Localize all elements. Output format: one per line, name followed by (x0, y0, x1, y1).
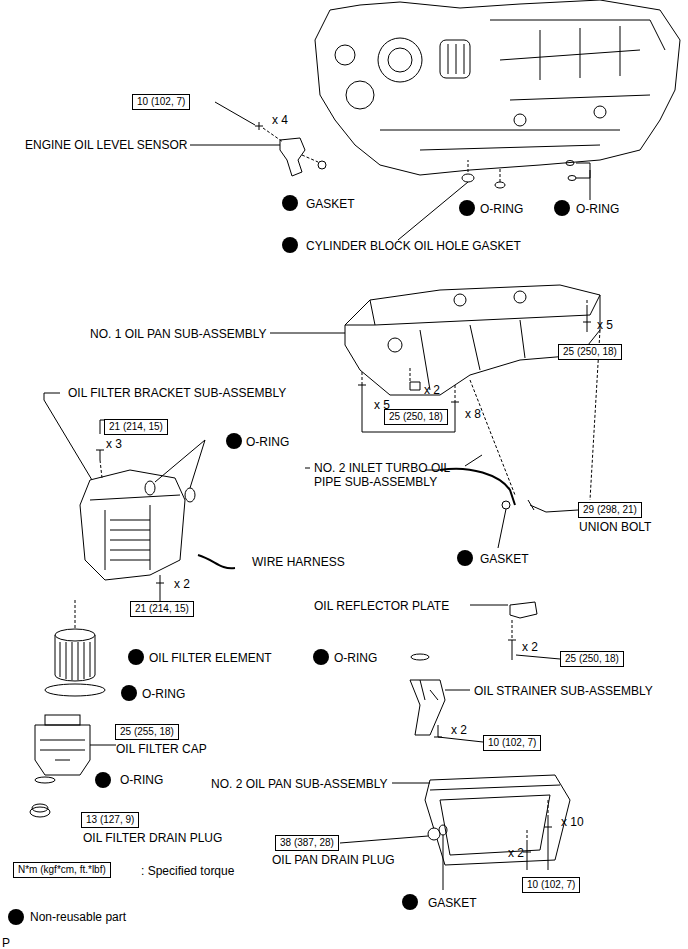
quantity-label: x 4 (272, 113, 288, 127)
quantity-label: x 8 (465, 407, 481, 421)
part-name: NO. 2 INLET TURBO OIL PIPE SUB-ASSEMBLY (314, 461, 464, 489)
torque-box: 38 (387, 28) (275, 835, 339, 851)
torque-box: 25 (250, 18) (384, 409, 448, 425)
part-name: ENGINE OIL LEVEL SENSOR (25, 138, 188, 152)
torque-box: 10 (102, 7) (522, 877, 580, 893)
torque-box: 21 (214, 15) (104, 419, 168, 435)
torque-box: 13 (127, 9) (81, 812, 139, 828)
quantity-label: x 2 (451, 723, 467, 737)
torque-value: 25 (250, 18) (565, 653, 619, 664)
torque-box: 21 (214, 15) (130, 601, 194, 617)
part-name: OIL REFLECTOR PLATE (314, 599, 449, 613)
torque-value: 13 (127, 9) (86, 814, 134, 825)
torque-box: N*m (kgf*cm, ft.*lbf) (13, 862, 111, 878)
torque-box: 10 (102, 7) (483, 735, 541, 751)
torque-value: 10 (102, 7) (488, 737, 536, 748)
part-name: OIL FILTER DRAIN PLUG (83, 831, 222, 845)
part-name: O-RING (120, 773, 163, 787)
quantity-label: x 3 (106, 437, 122, 451)
part-name: NO. 1 OIL PAN SUB-ASSEMBLY (90, 327, 267, 341)
torque-value: 25 (255, 18) (120, 726, 174, 737)
part-name: NO. 2 OIL PAN SUB-ASSEMBLY (211, 777, 388, 791)
torque-box: 29 (298, 21) (578, 502, 642, 518)
torque-value: 29 (298, 21) (583, 504, 637, 515)
torque-box: 25 (255, 18) (115, 724, 179, 740)
part-name: GASKET (306, 197, 355, 211)
quantity-label: x 2 (508, 846, 524, 860)
part-name: OIL FILTER CAP (116, 742, 207, 756)
part-name: O-RING (480, 202, 523, 216)
part-name: O-RING (142, 687, 185, 701)
part-name: OIL FILTER ELEMENT (149, 651, 272, 665)
quantity-label: x 10 (561, 815, 584, 829)
quantity-label: x 5 (374, 398, 390, 412)
part-name: O-RING (576, 202, 619, 216)
legend-text: : Specified torque (141, 864, 234, 878)
part-name: WIRE HARNESS (252, 555, 345, 569)
quantity-label: P (2, 936, 10, 949)
part-name: OIL STRAINER SUB-ASSEMBLY (474, 684, 653, 698)
torque-value: 21 (214, 15) (135, 603, 189, 614)
torque-box: 25 (250, 18) (558, 344, 622, 360)
torque-value: 25 (250, 18) (389, 411, 443, 422)
torque-value: 38 (387, 28) (280, 837, 334, 848)
torque-box: 10 (102, 7) (132, 94, 190, 110)
quantity-label: x 2 (174, 577, 190, 591)
legend-text: Non-reusable part (30, 910, 126, 924)
quantity-label: x 2 (522, 640, 538, 654)
torque-value: 10 (102, 7) (137, 96, 185, 107)
part-name: O-RING (246, 435, 289, 449)
part-name: OIL PAN DRAIN PLUG (272, 853, 395, 867)
torque-value: 25 (250, 18) (563, 346, 617, 357)
part-name: GASKET (428, 896, 477, 910)
quantity-label: x 2 (424, 383, 440, 397)
part-name: OIL FILTER BRACKET SUB-ASSEMBLY (68, 386, 286, 400)
part-name: UNION BOLT (579, 520, 651, 534)
torque-value: N*m (kgf*cm, ft.*lbf) (18, 864, 106, 875)
quantity-label: x 5 (597, 318, 613, 332)
part-name: O-RING (334, 651, 377, 665)
torque-value: 21 (214, 15) (109, 421, 163, 432)
part-name: CYLINDER BLOCK OIL HOLE GASKET (306, 239, 521, 253)
torque-value: 10 (102, 7) (527, 879, 575, 890)
torque-box: 25 (250, 18) (560, 651, 624, 667)
part-name: GASKET (480, 552, 529, 566)
